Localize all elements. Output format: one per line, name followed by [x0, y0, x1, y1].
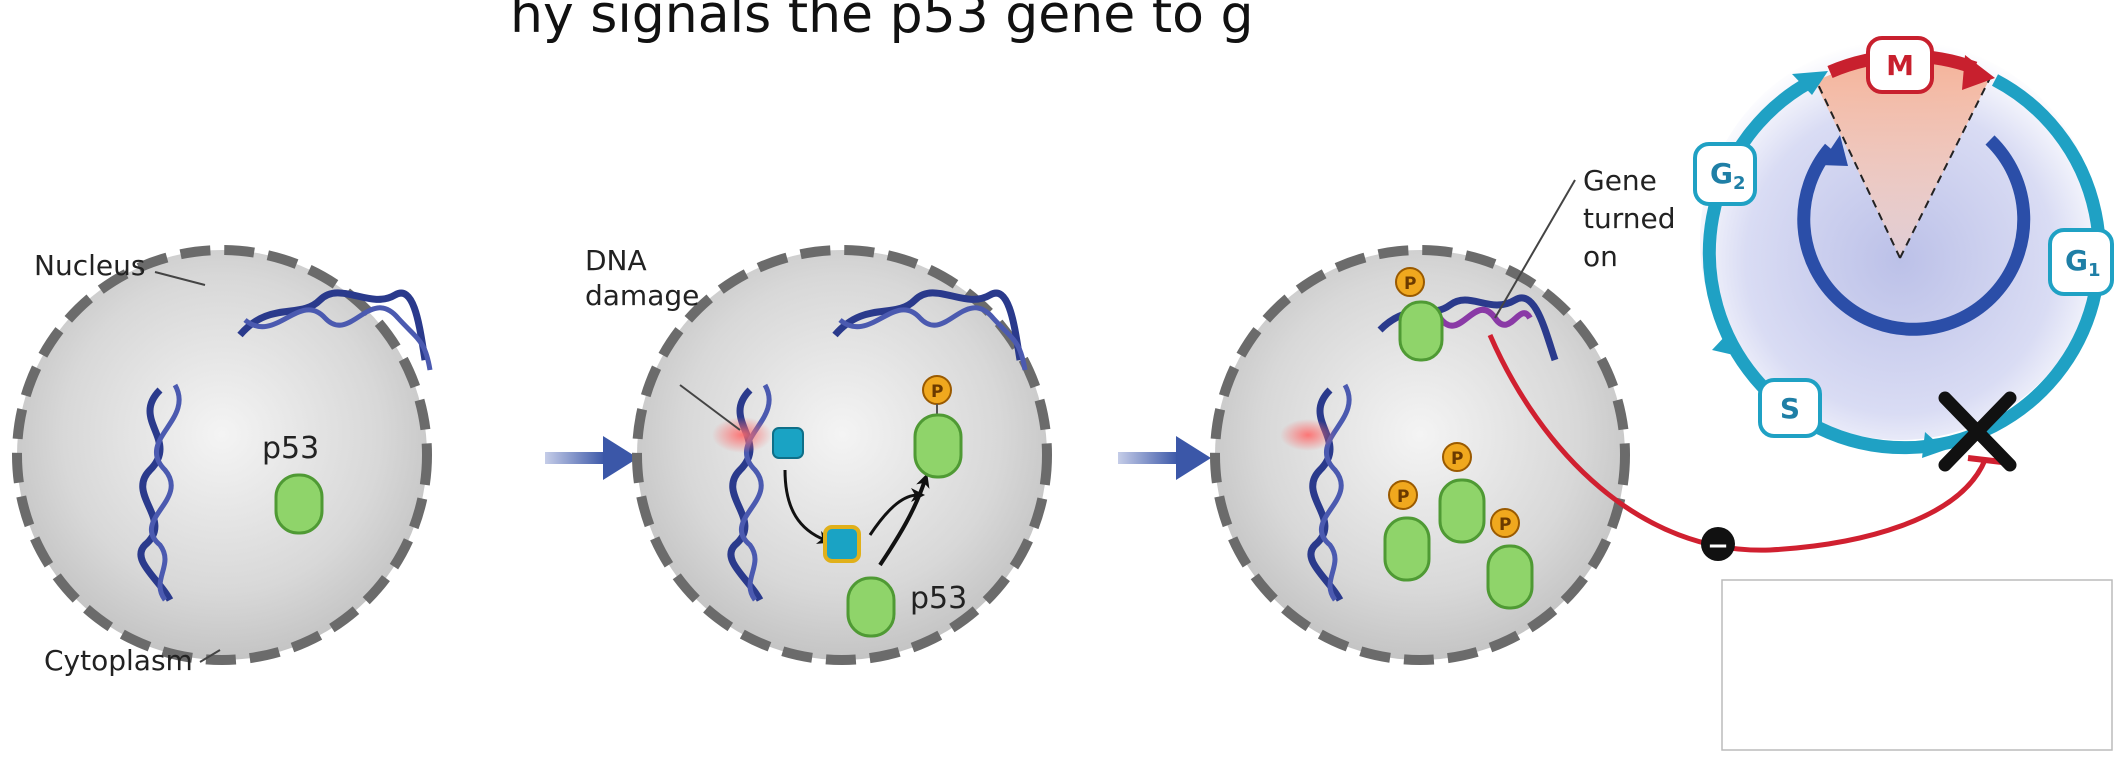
g2-phase-label: G2 — [1710, 157, 1746, 194]
dna-strand-left-2 — [149, 383, 182, 602]
transition-arrow-2 — [1118, 436, 1211, 480]
phosphate-label-bound: P — [1404, 274, 1416, 294]
cell-2-body — [632, 245, 1052, 665]
p53-free-b — [1383, 516, 1431, 582]
phosphorylation-arrow-1 — [868, 488, 925, 536]
nucleus-label: Nucleus — [34, 249, 145, 282]
phosphate-a — [1442, 442, 1472, 472]
m-phase-badge — [1866, 36, 1934, 94]
phosphate-c — [1490, 508, 1520, 538]
cycle-block-x-icon — [1938, 391, 2017, 472]
cell-2: P p53 — [632, 245, 1052, 665]
cytoplasm-label: Cytoplasm — [44, 644, 193, 677]
kinase-active — [823, 525, 861, 563]
phosphate-label-a: P — [1451, 449, 1463, 469]
cell-1: p53 — [12, 245, 433, 665]
s-phase-label: S — [1780, 392, 1800, 425]
inhibition-minus-badge — [1701, 527, 1735, 561]
phosphate-bound — [1395, 267, 1425, 297]
g1-phase-badge — [2048, 228, 2114, 296]
m-phase-arrowhead — [1962, 55, 1995, 90]
p53-label-2: p53 — [910, 581, 967, 616]
m-wedge-edge-left — [1814, 77, 1901, 259]
p53-protein-c2 — [846, 576, 896, 638]
inhibition-minus: − — [1707, 531, 1729, 561]
outer-cycle-teal — [1702, 74, 2106, 455]
g1-phase-label: G1 — [2065, 244, 2101, 281]
dna-strand-left-c3-2 — [1319, 383, 1352, 602]
cell-cycle: M G2 G1 S — [1693, 36, 2114, 472]
cell-3: P P P P — [1210, 245, 1630, 665]
dna-damage-glow — [712, 417, 772, 453]
p53-free-a — [1438, 478, 1486, 544]
dna-damage-glow-c3 — [1280, 419, 1336, 451]
dna-damage-pointer — [679, 384, 741, 431]
gene-label-3: on — [1583, 240, 1618, 273]
dna-strand-top-c2 — [832, 289, 1024, 361]
transition-arrow-1 — [545, 436, 638, 480]
m-wedge-edge-right — [1899, 77, 1991, 259]
phosphorylation-arrow-2 — [878, 473, 930, 567]
p53-protein-1 — [274, 473, 324, 535]
kinase-inactive — [772, 427, 804, 459]
g2-phase-badge — [1693, 142, 1757, 206]
p53-free-c — [1486, 544, 1534, 610]
s-to-g2-arrowhead — [1712, 333, 1738, 356]
phosphate-label-c2: P — [931, 382, 943, 402]
phosphate-label-c: P — [1499, 515, 1511, 535]
m-phase-label: M — [1886, 49, 1914, 82]
dna-strand-top-c2-2 — [838, 305, 1028, 371]
dna-damage-label-2: damage — [585, 279, 699, 312]
cell-1-body — [12, 245, 432, 665]
blank-answer-box — [1721, 579, 2113, 751]
inner-arrowhead — [1820, 135, 1848, 166]
inhibition-line — [1487, 334, 1988, 553]
phosphate-b — [1388, 480, 1418, 510]
dna-strand-top — [237, 289, 429, 361]
gene-label-2: turned — [1583, 202, 1676, 235]
inhibition-bar — [1967, 455, 2003, 465]
inner-cycle-blue — [1797, 135, 2031, 336]
gene-pointer — [1494, 179, 1576, 319]
m-phase-wedge — [1815, 59, 1990, 258]
s-phase-badge — [1758, 378, 1822, 438]
cytoplasm-pointer — [199, 649, 221, 663]
gene-label-1: Gene — [1583, 164, 1657, 197]
dna-strand-left — [137, 387, 174, 602]
nucleus-pointer — [154, 271, 206, 286]
dna-damage-label-1: DNA — [585, 244, 647, 277]
g2-to-m-arrowhead — [1792, 71, 1828, 95]
title-fragment: hy signals the p53 gene to g — [510, 0, 1254, 45]
p53-label-1: p53 — [262, 431, 319, 466]
g1-to-s-arrowhead — [1922, 432, 1945, 458]
p53-phosphorylated-c2 — [913, 413, 963, 479]
phosphate-label-b: P — [1397, 487, 1409, 507]
activation-arrow — [783, 469, 832, 544]
dna-strand-top-2 — [243, 305, 433, 371]
p53-bound-to-gene — [1398, 300, 1444, 362]
